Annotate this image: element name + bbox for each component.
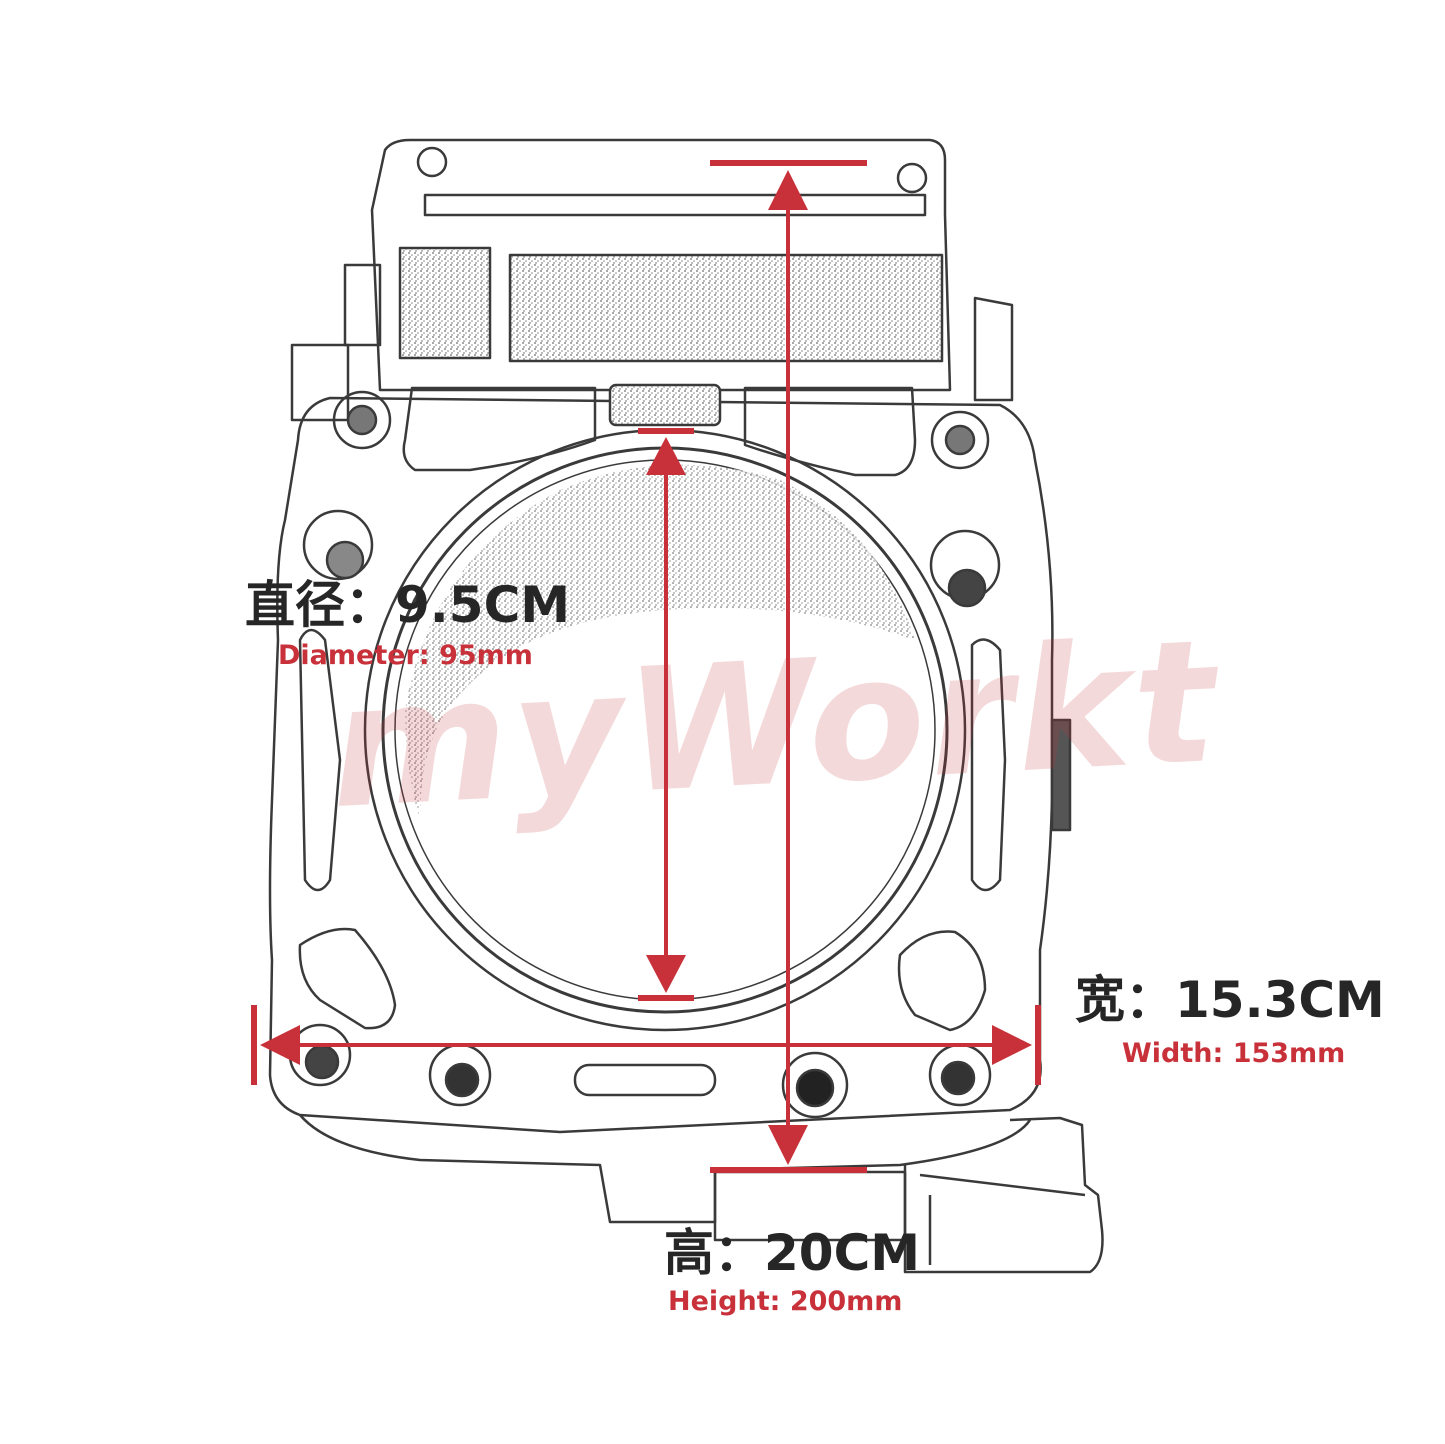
top-left-bolt-hole <box>416 146 448 178</box>
cylinder-body <box>268 396 1054 1134</box>
bolt-holes <box>288 390 1001 1119</box>
bolt-hole <box>332 390 392 450</box>
bolt-hole <box>302 509 374 581</box>
top-left-pocket <box>402 386 597 472</box>
top-center-slot <box>608 383 722 427</box>
top-right-bolt-hole <box>896 162 928 194</box>
top-flange-inner <box>423 193 927 217</box>
diameter-arrow-top <box>646 437 686 475</box>
bolt-hole <box>781 1051 849 1119</box>
bolt-hole-inner <box>944 424 976 456</box>
bolt-hole-inner <box>795 1068 835 1108</box>
diameter-sublabel: Diameter: 95mm <box>278 640 533 671</box>
height-label: 高：20CM <box>664 1224 921 1282</box>
bolt-hole-inner <box>304 1044 340 1080</box>
bolt-hole-inner <box>940 1060 976 1096</box>
bottom-left-pocket <box>298 927 397 1030</box>
width-sublabel: Width: 153mm <box>1122 1038 1346 1069</box>
bolt-hole <box>930 410 990 470</box>
width-label: 宽：15.3CM <box>1075 971 1385 1029</box>
lower-boss-inner <box>919 1173 1086 1265</box>
bottom-center-slot <box>573 1063 717 1097</box>
bolt-hole-inner <box>346 404 378 436</box>
dimension-lines <box>251 160 1041 1173</box>
lower-skirt <box>299 1114 1032 1224</box>
left-top-boss <box>343 263 382 347</box>
lower-boss <box>903 1116 1104 1274</box>
height-arrow-bottom <box>768 1125 808 1165</box>
bolt-hole-inner <box>325 540 365 580</box>
left-channel <box>298 628 342 892</box>
diameter-arrow-bottom <box>646 955 686 993</box>
port-left <box>398 246 492 360</box>
bolt-hole-inner <box>947 568 987 608</box>
top-flange <box>370 138 952 392</box>
right-channel <box>970 638 1007 892</box>
diameter-label: 直径：9.5CM <box>245 576 571 634</box>
height-arrow-top <box>768 170 808 210</box>
right-side-boss <box>973 296 1014 402</box>
bottom-right-pocket <box>897 930 987 1032</box>
width-arrow-right <box>992 1025 1032 1065</box>
height-sublabel: Height: 200mm <box>668 1286 903 1317</box>
top-right-pocket <box>743 386 917 477</box>
bolt-hole-inner <box>444 1062 480 1098</box>
width-arrow-left <box>260 1025 300 1065</box>
right-edge-slot <box>1050 718 1072 832</box>
port-right <box>508 253 944 363</box>
left-side-boss <box>290 343 350 422</box>
